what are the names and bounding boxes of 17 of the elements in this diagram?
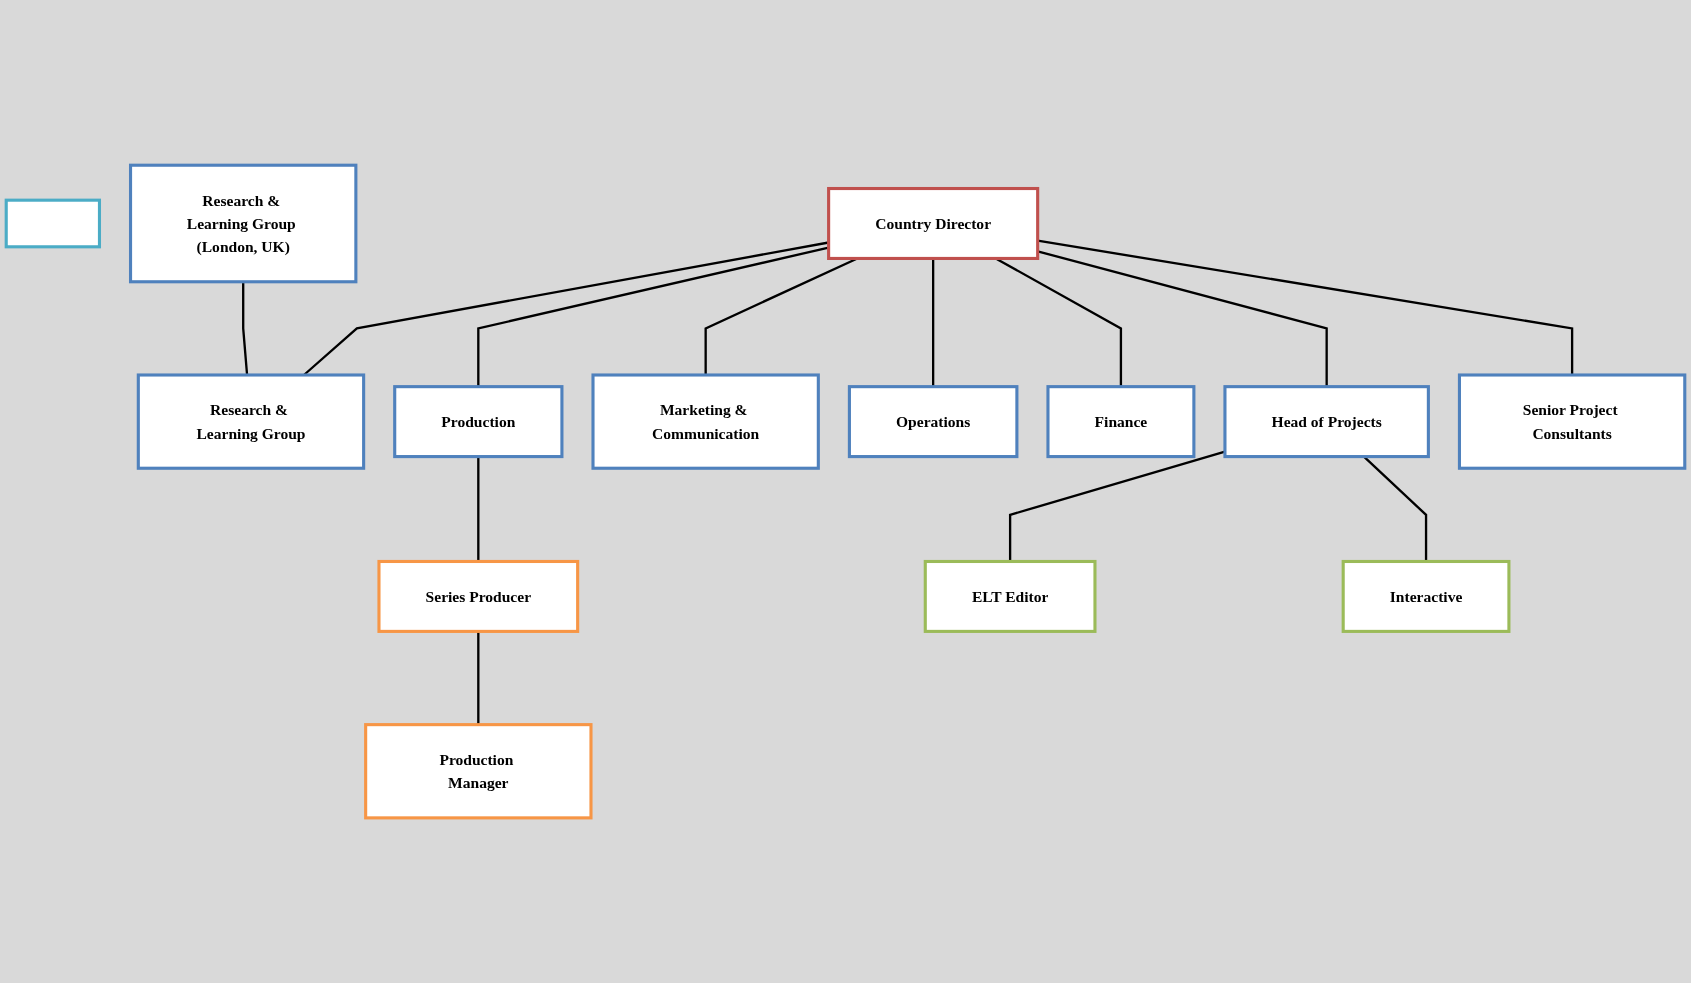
node-box: Series Producer (377, 559, 580, 633)
node-box (4, 198, 101, 249)
node-box: Operations (847, 385, 1019, 459)
node-box: Production (393, 385, 564, 459)
connector (477, 456, 480, 562)
node-box: Finance (1046, 385, 1196, 459)
node-box: Senior Project Consultants (1457, 373, 1687, 470)
node-box: Research & Learning Group (London, UK) (129, 163, 358, 284)
connector (932, 258, 935, 387)
node-box: ELT Editor (923, 559, 1097, 633)
node-box: Interactive (1341, 559, 1511, 633)
connector (477, 631, 480, 725)
node-box: Marketing & Communication (591, 373, 820, 470)
node-box: Country Director (827, 186, 1040, 260)
node-box: Head of Projects (1223, 385, 1430, 459)
node-box: Research & Learning Group (136, 373, 366, 470)
node-box: Production Manager (364, 723, 593, 820)
